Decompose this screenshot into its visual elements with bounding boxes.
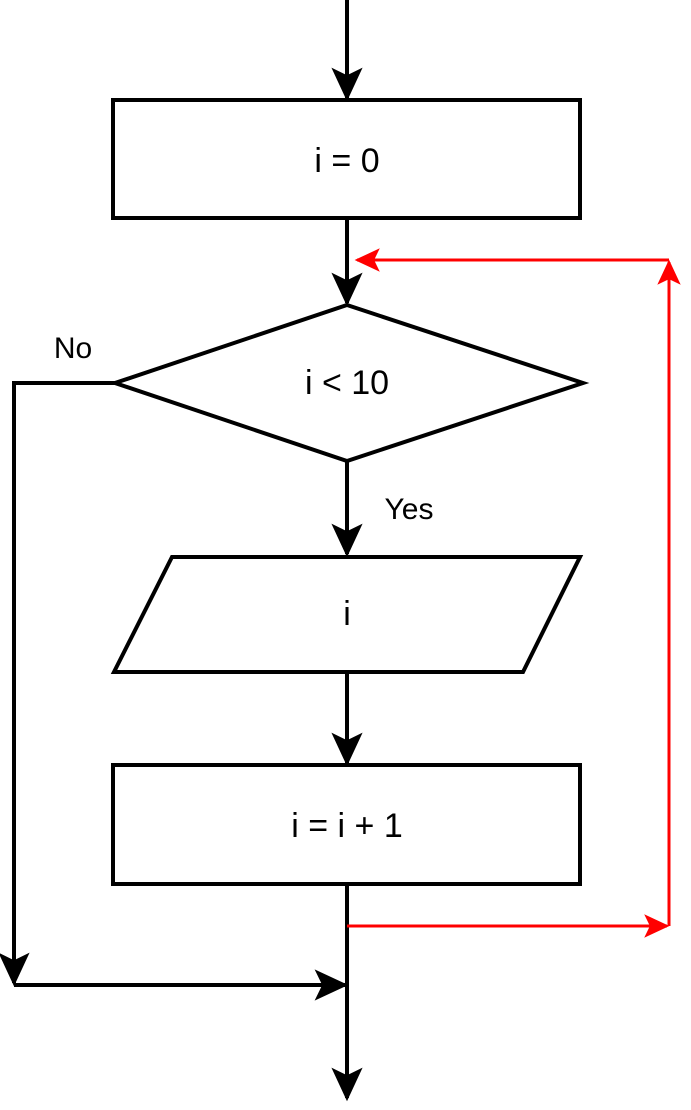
edge-label-yes: Yes <box>384 493 434 526</box>
increment-node-label: i = i + 1 <box>291 807 403 845</box>
decision-node-condition-label: i < 10 <box>304 364 390 402</box>
connector-condition-no-branch <box>0 381 115 987</box>
process-node-increment[interactable] <box>111 763 582 886</box>
process-node-init-label: i = 0 <box>314 142 380 180</box>
io-node-output[interactable] <box>110 555 584 674</box>
io-node-output-label: i <box>343 595 351 633</box>
edge-label-no: No <box>53 332 93 365</box>
